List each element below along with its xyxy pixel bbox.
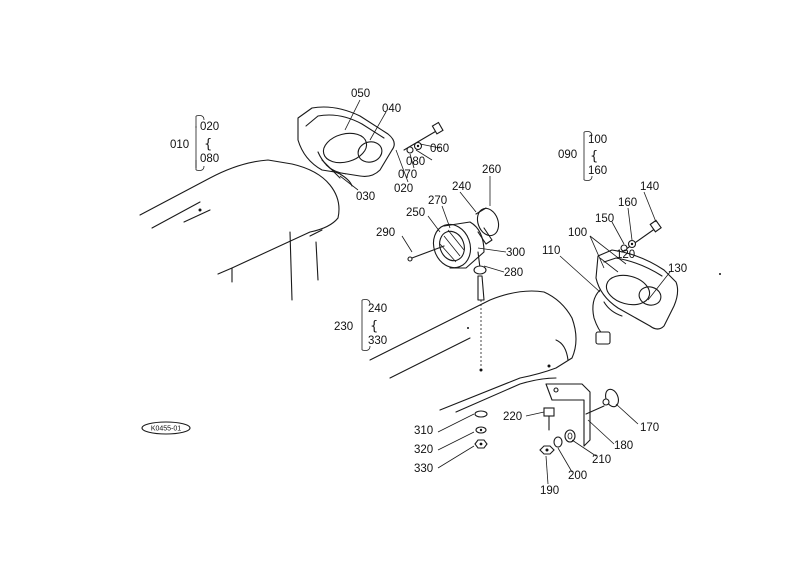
label-330a: 330	[368, 335, 387, 347]
label-160a: 160	[588, 165, 607, 177]
label-310: 310	[414, 425, 433, 437]
bracket-180	[545, 383, 619, 447]
leader-lines	[339, 99, 671, 485]
drawing-code: K0455-01	[151, 426, 181, 433]
left-bolt-060	[403, 121, 444, 154]
label-150: 150	[595, 213, 614, 225]
label-270: 270	[428, 195, 447, 207]
left-headlight-assembly	[297, 106, 395, 187]
group-brace: {	[370, 319, 378, 334]
label-290: 290	[376, 227, 395, 239]
group-brackets	[195, 115, 593, 351]
drawing-code-stamp: K0455-01	[141, 421, 191, 435]
label-100a: 100	[588, 134, 607, 146]
hardware-310-330	[474, 410, 488, 449]
label-320: 320	[414, 444, 433, 456]
label-130: 130	[668, 263, 687, 275]
label-200: 200	[568, 470, 587, 482]
label-240b: 240	[368, 303, 387, 315]
label-010: 010	[170, 139, 189, 151]
group-brace: {	[204, 137, 212, 152]
label-120: 120	[616, 249, 635, 261]
label-190: 190	[540, 485, 559, 497]
label-090: 090	[558, 149, 577, 161]
right-fender	[369, 290, 577, 413]
label-170: 170	[640, 422, 659, 434]
label-060: 060	[430, 143, 449, 155]
label-230: 230	[334, 321, 353, 333]
work-lamp-assembly	[407, 207, 500, 372]
bolt-220	[543, 407, 555, 431]
callout-labels: 010 020 { 080 050 040 060 080 070 020 03…	[170, 88, 687, 497]
label-300: 300	[506, 247, 525, 259]
label-250: 250	[406, 207, 425, 219]
label-080b: 080	[406, 156, 425, 168]
right-bolt-140	[620, 219, 662, 253]
label-240a: 240	[452, 181, 471, 193]
label-160b: 160	[618, 197, 637, 209]
label-330b: 330	[414, 463, 433, 475]
label-180: 180	[614, 440, 633, 452]
group-brace: {	[590, 149, 598, 164]
label-220: 220	[503, 411, 522, 423]
label-140: 140	[640, 181, 659, 193]
label-280: 280	[504, 267, 523, 279]
label-020b: 020	[394, 183, 413, 195]
label-080a: 080	[200, 153, 219, 165]
right-headlight-assembly	[592, 249, 679, 345]
label-260: 260	[482, 164, 501, 176]
label-100b: 100	[568, 227, 587, 239]
label-030: 030	[356, 191, 375, 203]
label-110: 110	[542, 245, 560, 257]
left-fender	[139, 159, 340, 301]
label-070: 070	[398, 169, 417, 181]
hardware-190-210	[539, 429, 576, 455]
label-040: 040	[382, 103, 401, 115]
label-050: 050	[351, 88, 370, 100]
label-210: 210	[592, 454, 611, 466]
label-020a: 020	[200, 121, 219, 133]
